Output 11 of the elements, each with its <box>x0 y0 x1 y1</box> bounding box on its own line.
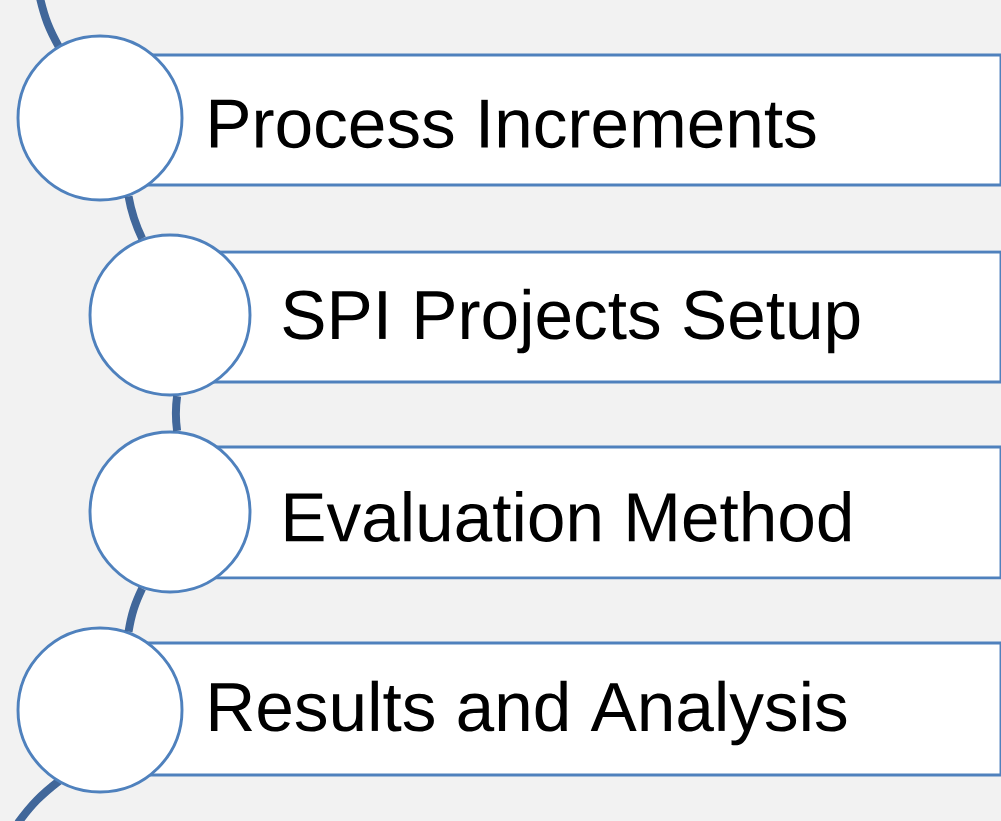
node-label: Results and Analysis <box>210 680 847 746</box>
node-label: Evaluation Method <box>285 491 850 542</box>
step-circle <box>88 430 252 594</box>
node-label: SPI Projects Setup <box>283 288 860 354</box>
step-circle <box>16 34 184 202</box>
step-circle <box>16 626 184 794</box>
node-label: Process Increments <box>210 99 816 149</box>
arc-line <box>124 586 146 633</box>
arc-line <box>171 395 182 432</box>
step-circle <box>88 233 252 397</box>
arc-line <box>124 195 146 241</box>
